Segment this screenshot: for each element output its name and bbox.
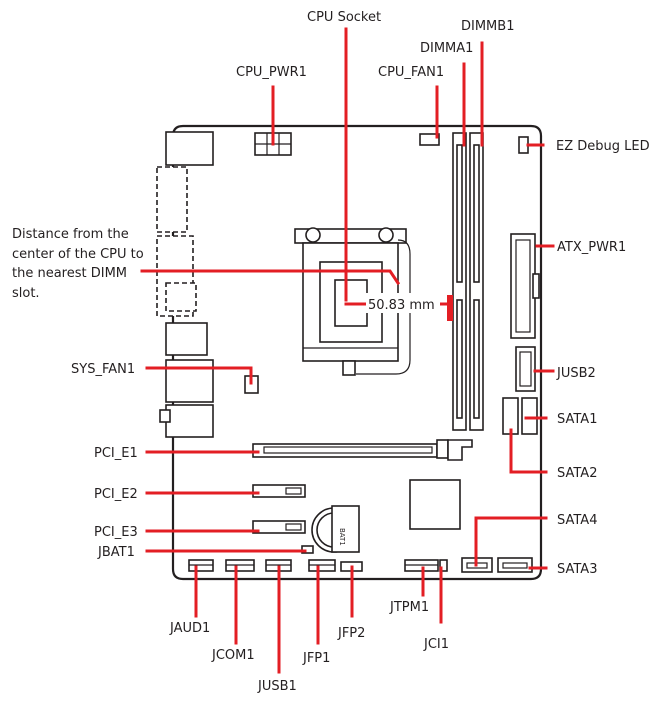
label-jusb1: JUSB1 bbox=[257, 679, 297, 694]
label-sys-fan1: SYS_FAN1 bbox=[71, 362, 135, 377]
chipset bbox=[409, 479, 461, 530]
label-jfp1: JFP1 bbox=[302, 651, 330, 666]
label-jaud1: JAUD1 bbox=[169, 621, 210, 636]
label-ez-debug-led: EZ Debug LED bbox=[556, 139, 650, 154]
pci-e1-slot bbox=[252, 439, 473, 461]
label-pci-e3: PCI_E3 bbox=[94, 525, 138, 540]
sata1-port bbox=[521, 397, 538, 435]
io-port-dashed-1 bbox=[156, 166, 188, 233]
label-jci1: JCI1 bbox=[423, 637, 449, 652]
label-sata1: SATA1 bbox=[557, 412, 597, 427]
jusb2-header bbox=[515, 346, 536, 392]
atx-pwr1-connector bbox=[510, 233, 536, 339]
label-dimma1: DIMMA1 bbox=[420, 41, 473, 56]
distance-note-line2: center of the CPU to bbox=[12, 247, 144, 262]
io-port-bottom bbox=[165, 404, 214, 438]
distance-note-line4: slot. bbox=[12, 286, 40, 301]
cpu-fan1-header bbox=[419, 133, 440, 146]
label-sata2: SATA2 bbox=[557, 466, 597, 481]
label-cpu-socket: CPU Socket bbox=[307, 10, 381, 25]
pci-e3-slot bbox=[252, 520, 306, 534]
label-cpu-pwr1: CPU_PWR1 bbox=[236, 65, 307, 80]
label-dimmb1: DIMMB1 bbox=[461, 19, 514, 34]
distance-note-line1: Distance from the bbox=[12, 227, 129, 242]
label-sata3: SATA3 bbox=[557, 562, 597, 577]
io-port-audio bbox=[165, 359, 214, 403]
label-atx-pwr1: ATX_PWR1 bbox=[557, 240, 626, 255]
label-cpu-fan1: CPU_FAN1 bbox=[378, 65, 444, 80]
io-port-dashed-3 bbox=[165, 282, 197, 312]
label-jbat1: JBAT1 bbox=[97, 545, 135, 560]
io-port-mid bbox=[165, 322, 208, 356]
io-port-notch bbox=[159, 409, 171, 423]
leader-lines bbox=[140, 27, 555, 674]
battery-label: BAT1 bbox=[338, 528, 346, 546]
label-jtpm1: JTPM1 bbox=[389, 600, 429, 615]
io-port-top bbox=[165, 131, 214, 166]
label-pci-e1: PCI_E1 bbox=[94, 446, 138, 461]
pci-e2-slot bbox=[252, 484, 306, 498]
label-pci-e2: PCI_E2 bbox=[94, 487, 138, 502]
label-jcom1: JCOM1 bbox=[211, 648, 255, 663]
label-sata4: SATA4 bbox=[557, 513, 597, 528]
distance-note-line3: the nearest DIMM bbox=[12, 266, 127, 281]
label-jusb2: JUSB2 bbox=[556, 366, 596, 381]
measurement-label: 50.83 mm bbox=[368, 298, 435, 313]
label-jfp2: JFP2 bbox=[337, 626, 365, 641]
battery-bat1: BAT1 bbox=[311, 505, 360, 553]
dimm-slots bbox=[452, 132, 484, 431]
